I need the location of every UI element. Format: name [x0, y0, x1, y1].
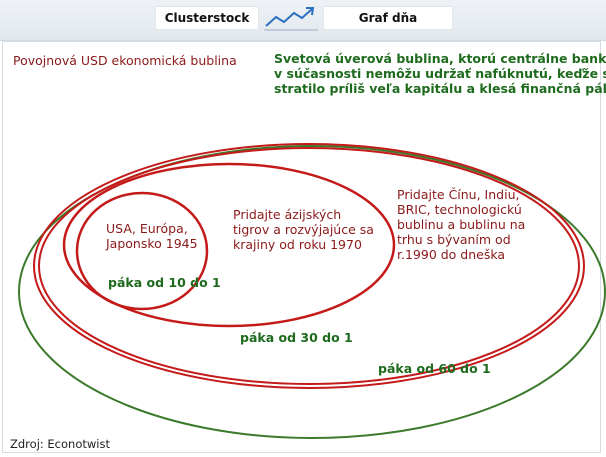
title-right-line: Svetová úverová bublina, ktorú centrálne…	[274, 51, 606, 66]
middle-label-line: Pridajte ázijských	[233, 207, 342, 222]
title-usd-bubble: Povojnová USD ekonomická bublina	[13, 53, 237, 68]
outer-bubble-label: Pridajte Čínu, Indiu, BRIC, technologick…	[397, 187, 525, 262]
rising-chart-icon	[264, 7, 318, 31]
outer-label-line: trhu s bývaním od	[397, 232, 511, 247]
title-right-line: stratilo príliš veľa kapitálu a klesá fi…	[274, 81, 606, 96]
middle-label-line: krajiny od roku 1970	[233, 237, 362, 252]
outer-label-line: BRIC, technologickú	[397, 202, 522, 217]
source-note: Zdroj: Econotwist	[10, 437, 110, 451]
outer-bubble-green	[18, 145, 606, 439]
tab-graf-dna[interactable]: Graf dňa	[323, 6, 453, 30]
middle-leverage: páka od 30 do 1	[240, 330, 353, 345]
inner-bubble-label: USA, Európa, Japonsko 1945	[106, 221, 198, 251]
middle-bubble	[62, 162, 396, 328]
title-world-credit-bubble: Svetová úverová bublina, ktorú centrálne…	[274, 51, 606, 96]
outer-bubble-red-2	[33, 143, 585, 389]
inner-label-line: USA, Európa,	[106, 221, 188, 236]
outer-bubble-red-1	[38, 147, 580, 385]
middle-label-line: tigrov a rozvýjajúce sa	[233, 222, 374, 237]
outer-label-line: r.1990 do dneška	[397, 247, 506, 262]
tab-clusterstock[interactable]: Clusterstock	[155, 6, 259, 30]
inner-leverage: páka od 10 do 1	[108, 275, 221, 290]
header-bar: Clusterstock Graf dňa	[0, 0, 606, 41]
title-right-line: v súčasnosti nemôžu udržať nafúknutú, ke…	[274, 66, 606, 81]
middle-bubble-label: Pridajte ázijských tigrov a rozvýjajúce …	[233, 207, 374, 252]
outer-leverage: páka od 60 do 1	[378, 361, 491, 376]
diagram-frame	[2, 41, 601, 453]
inner-bubble	[75, 191, 209, 311]
outer-label-line: bublinu a bublinu na	[397, 217, 526, 232]
inner-label-line: Japonsko 1945	[106, 236, 198, 251]
outer-label-line: Pridajte Čínu, Indiu,	[397, 187, 520, 202]
